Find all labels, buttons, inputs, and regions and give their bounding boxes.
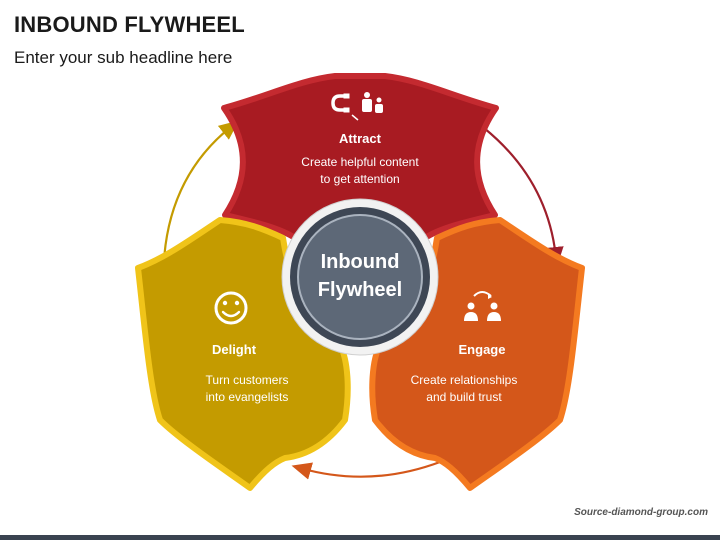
delight-desc-line-2: into evangelists bbox=[206, 390, 289, 404]
attract-title: Attract bbox=[339, 131, 382, 146]
smiley-face-icon bbox=[214, 291, 248, 325]
engage-title: Engage bbox=[459, 342, 506, 357]
people-exchange-icon bbox=[464, 291, 501, 321]
attract-desc-line-2: to get attention bbox=[320, 172, 399, 186]
hub-line-1: Inbound bbox=[321, 251, 400, 273]
arrow-engage-to-delight bbox=[291, 460, 441, 480]
delight-title: Delight bbox=[212, 342, 257, 357]
hub: Inbound Flywheel bbox=[281, 198, 439, 356]
arrow-attract-to-engage bbox=[483, 127, 564, 267]
page-title: INBOUND FLYWHEEL bbox=[14, 12, 245, 37]
page-subtitle: Enter your sub headline here bbox=[14, 48, 233, 67]
segment-attract bbox=[221, 73, 499, 241]
hub-line-2: Flywheel bbox=[318, 279, 402, 301]
engage-desc-line-1: Create relationships bbox=[411, 373, 518, 387]
engage-desc-line-2: and build trust bbox=[426, 390, 502, 404]
bottom-bar bbox=[0, 535, 720, 540]
hub-core bbox=[297, 214, 423, 340]
source-credit: Source-diamond-group.com bbox=[574, 507, 708, 518]
attract-desc-line-1: Create helpful content bbox=[301, 155, 419, 169]
delight-desc-line-1: Turn customers bbox=[206, 373, 289, 387]
segment-attract-shape bbox=[221, 73, 499, 241]
arrow-delight-to-attract bbox=[162, 120, 239, 261]
magnet-people-icon bbox=[331, 92, 383, 121]
